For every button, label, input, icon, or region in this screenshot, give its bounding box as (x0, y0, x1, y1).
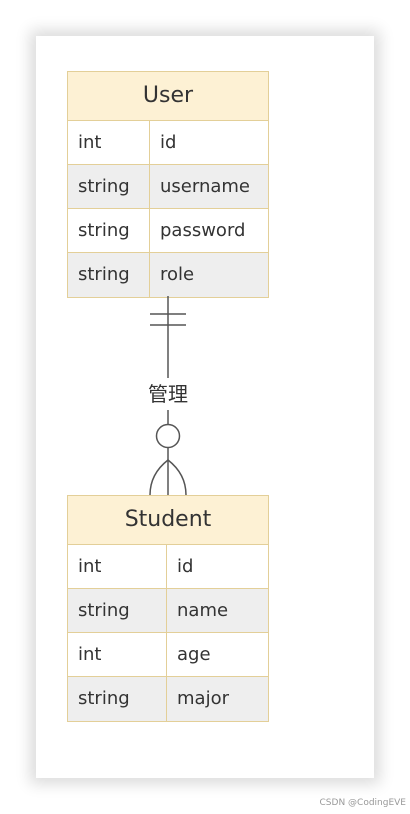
entity-user: User int id string username string passw… (67, 71, 269, 298)
attribute-name: password (160, 220, 246, 241)
attribute-type: string (68, 677, 167, 721)
attribute-name: role (160, 264, 195, 285)
entity-title: Student (68, 496, 268, 545)
attribute-row: string role (68, 253, 268, 297)
attribute-name: major (177, 688, 229, 709)
attribute-name: name (177, 600, 229, 621)
attribute-type: string (68, 165, 150, 208)
zero-optional-circle (155, 423, 181, 449)
attribute-name: id (177, 556, 194, 577)
attribute-type: string (68, 589, 167, 632)
attribute-type: int (68, 545, 167, 588)
crow-foot-left (149, 459, 169, 496)
attribute-type: int (68, 633, 167, 676)
attribute-row: string major (68, 677, 268, 721)
attribute-row: string password (68, 209, 268, 253)
attribute-type: int (68, 121, 150, 164)
attribute-row: int id (68, 121, 268, 165)
attribute-row: string name (68, 589, 268, 633)
attribute-row: int age (68, 633, 268, 677)
attribute-name: id (160, 132, 177, 153)
attribute-row: string username (68, 165, 268, 209)
attribute-row: int id (68, 545, 268, 589)
attribute-type: string (68, 253, 150, 297)
entity-title: User (68, 72, 268, 121)
attribute-type: string (68, 209, 150, 252)
crow-foot-right (167, 459, 187, 496)
relationship-label: 管理 (144, 378, 192, 410)
attribute-name: age (177, 644, 211, 665)
watermark: CSDN @CodingEVE (319, 798, 406, 808)
entity-student: Student int id string name int age strin… (67, 495, 269, 722)
attribute-name: username (160, 176, 250, 197)
